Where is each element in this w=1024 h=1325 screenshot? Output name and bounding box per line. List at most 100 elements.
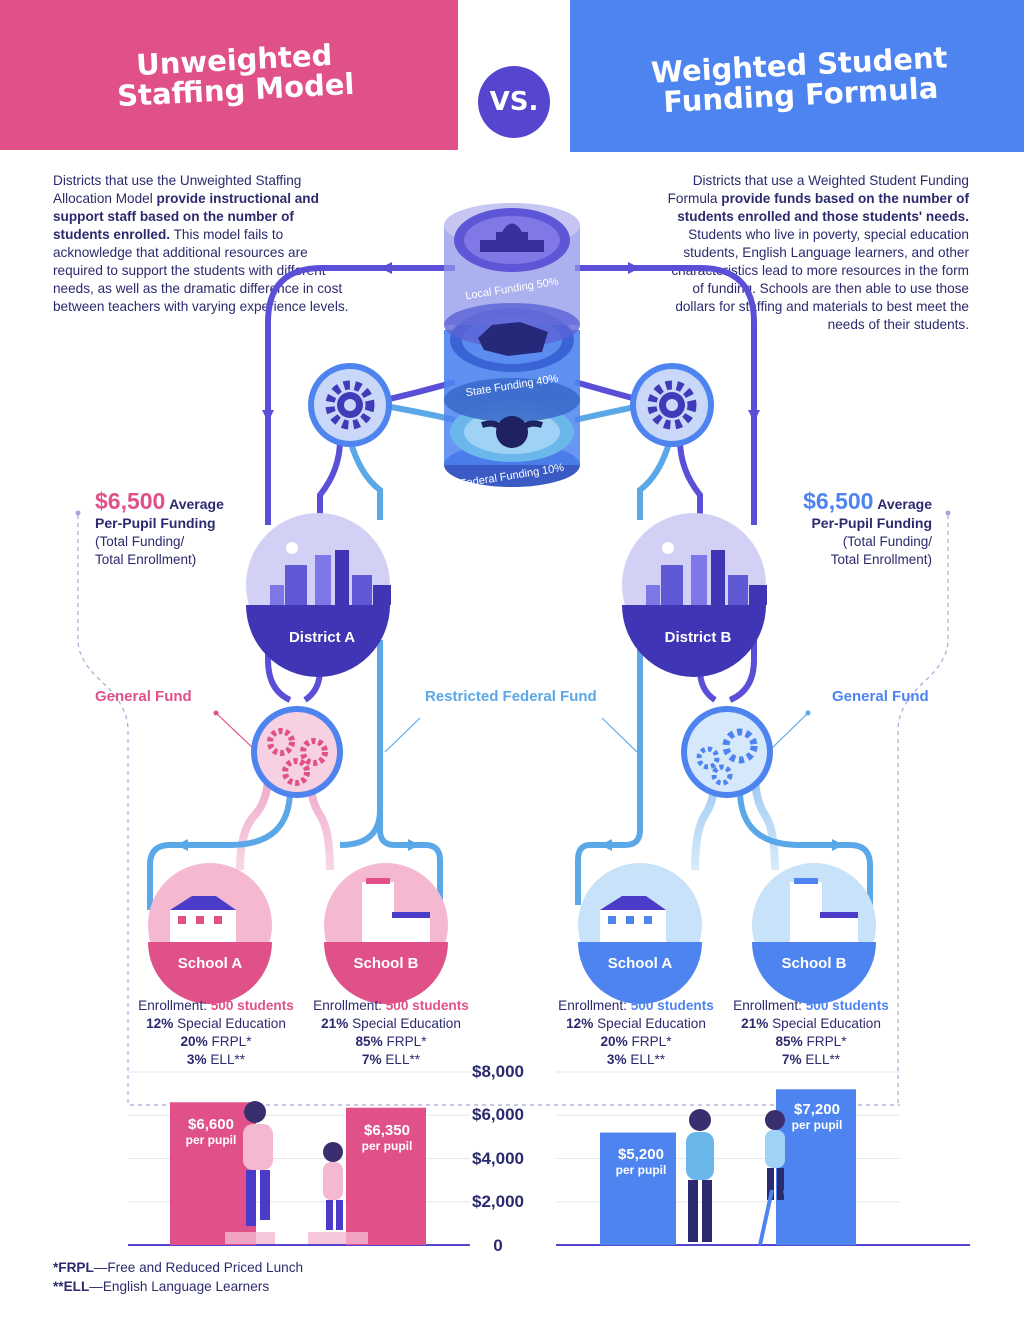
gear-icon [308,363,392,447]
sped-pct: 21% [321,1016,349,1031]
enroll-prefix: Enrollment: [138,998,211,1013]
y-tick-6000: $6,000 [472,1105,524,1124]
bar-label-left-a: $6,600 per pupil [176,1116,246,1147]
desc-text: Students who live in poverty, special ed… [671,227,969,332]
sped-label: Special Education [593,1016,706,1031]
right-avg-note1: (Total Funding/ [842,534,932,549]
footnote-term: *FRPL [53,1260,94,1275]
ell-label: ELL** [381,1052,421,1067]
bar-value: $6,350 [364,1122,410,1139]
desc-text: This model fails to acknowledge that add… [53,227,349,314]
enroll-count: 500 students [385,998,469,1013]
footnote-ell: **ELL—English Language Learners [53,1279,269,1294]
sped-label: Special Education [173,1016,286,1031]
frpl-pct: 85% [355,1034,383,1049]
ell-pct: 3% [186,1052,207,1067]
enroll-prefix: Enrollment: [313,998,386,1013]
enroll-prefix: Enrollment: [558,998,631,1013]
unweighted-description: Districts that use the Unweighted Staffi… [53,172,353,316]
left-school-a-enrollment: Enrollment: 500 students 12% Special Edu… [126,997,306,1069]
person-illustration [686,1109,797,1246]
school-a-illustration [148,863,272,1004]
bar-unit: per pupil [615,1163,667,1177]
school-a-illustration [578,863,702,1004]
ell-pct: 7% [361,1052,382,1067]
bar-value: $6,600 [188,1116,234,1133]
frpl-label: FRPL* [207,1034,252,1049]
right-avg-amount: $6,500 [803,488,874,514]
bar-unit: per pupil [361,1139,413,1153]
frpl-label: FRPL* [627,1034,672,1049]
person-illustration [225,1101,368,1244]
left-avg-amount: $6,500 [95,488,166,514]
bar-unweighted-school-b [346,1107,426,1245]
y-tick-0: 0 [493,1236,503,1255]
footnote-text: —English Language Learners [89,1279,270,1294]
sped-pct: 12% [146,1016,174,1031]
left-school-b-label: School B [353,955,419,972]
right-avg-note2: Total Enrollment) [830,552,932,567]
desc-text: Districts that use the Unweighted Staffi… [53,173,302,206]
footnote-frpl: *FRPL—Free and Reduced Priced Lunch [53,1260,303,1275]
frpl-pct: 85% [775,1034,803,1049]
bar-value: $5,200 [618,1146,664,1163]
school-b-illustration [752,863,876,1004]
ell-label: ELL** [626,1052,666,1067]
gear-icon [630,363,714,447]
frpl-label: FRPL* [382,1034,427,1049]
y-tick-8000: $8,000 [472,1062,524,1081]
ell-pct: 7% [781,1052,802,1067]
district-b-label: District B [664,629,732,646]
district-a-label: District A [288,629,356,646]
bar-label-right-a: $5,200 per pupil [606,1146,676,1177]
sped-pct: 12% [566,1016,594,1031]
right-general-fund-label: General Fund [832,688,929,705]
restricted-federal-fund-label: Restricted Federal Fund [425,688,597,705]
right-avg-label1: Average [877,496,932,512]
left-avg-label2: Per-Pupil Funding [95,515,216,531]
ell-pct: 3% [606,1052,627,1067]
left-avg-label1: Average [169,496,224,512]
weighted-banner: Weighted Student Funding Formula [570,0,1024,152]
funding-cylinder-stack [444,203,580,487]
bar-value: $7,200 [794,1101,840,1118]
bar-unit: per pupil [791,1118,843,1132]
ell-label: ELL** [801,1052,841,1067]
right-average-funding: $6,500 Average Per-Pupil Funding (Total … [752,490,932,569]
gears-icon [251,706,343,798]
bar-unweighted-school-a [170,1102,256,1245]
y-tick-2000: $2,000 [472,1192,524,1211]
right-school-a-enrollment: Enrollment: 500 students 12% Special Edu… [546,997,726,1069]
ell-label: ELL** [206,1052,246,1067]
district-a-illustration [246,513,391,677]
frpl-pct: 20% [180,1034,208,1049]
left-school-a-label: School A [177,955,243,972]
left-average-funding: $6,500 Average Per-Pupil Funding (Total … [95,490,275,569]
right-school-b-label: School B [781,955,847,972]
bar-weighted-school-a [600,1132,676,1245]
right-school-a-label: School A [607,955,673,972]
enroll-count: 500 students [210,998,294,1013]
weighted-description: Districts that use a Weighted Student Fu… [663,172,969,334]
enroll-count: 500 students [805,998,889,1013]
frpl-pct: 20% [600,1034,628,1049]
school-b-illustration [324,863,448,1004]
bar-unit: per pupil [185,1133,237,1147]
unweighted-banner: Unweighted Staffing Model [0,0,458,150]
left-general-fund-label: General Fund [95,688,192,705]
sped-label: Special Education [768,1016,881,1031]
frpl-label: FRPL* [802,1034,847,1049]
left-avg-note2: Total Enrollment) [95,552,197,567]
vs-badge: VS. [478,66,550,138]
district-b-illustration [622,513,767,677]
right-avg-label2: Per-Pupil Funding [811,515,932,531]
bar-label-left-b: $6,350 per pupil [352,1122,422,1153]
gears-icon [681,706,773,798]
sped-label: Special Education [348,1016,461,1031]
footnote-term: **ELL [53,1279,90,1294]
right-school-b-enrollment: Enrollment: 500 students 21% Special Edu… [721,997,901,1069]
desc-bold: provide instructional and support staff … [53,191,319,242]
y-tick-4000: $4,000 [472,1149,524,1168]
